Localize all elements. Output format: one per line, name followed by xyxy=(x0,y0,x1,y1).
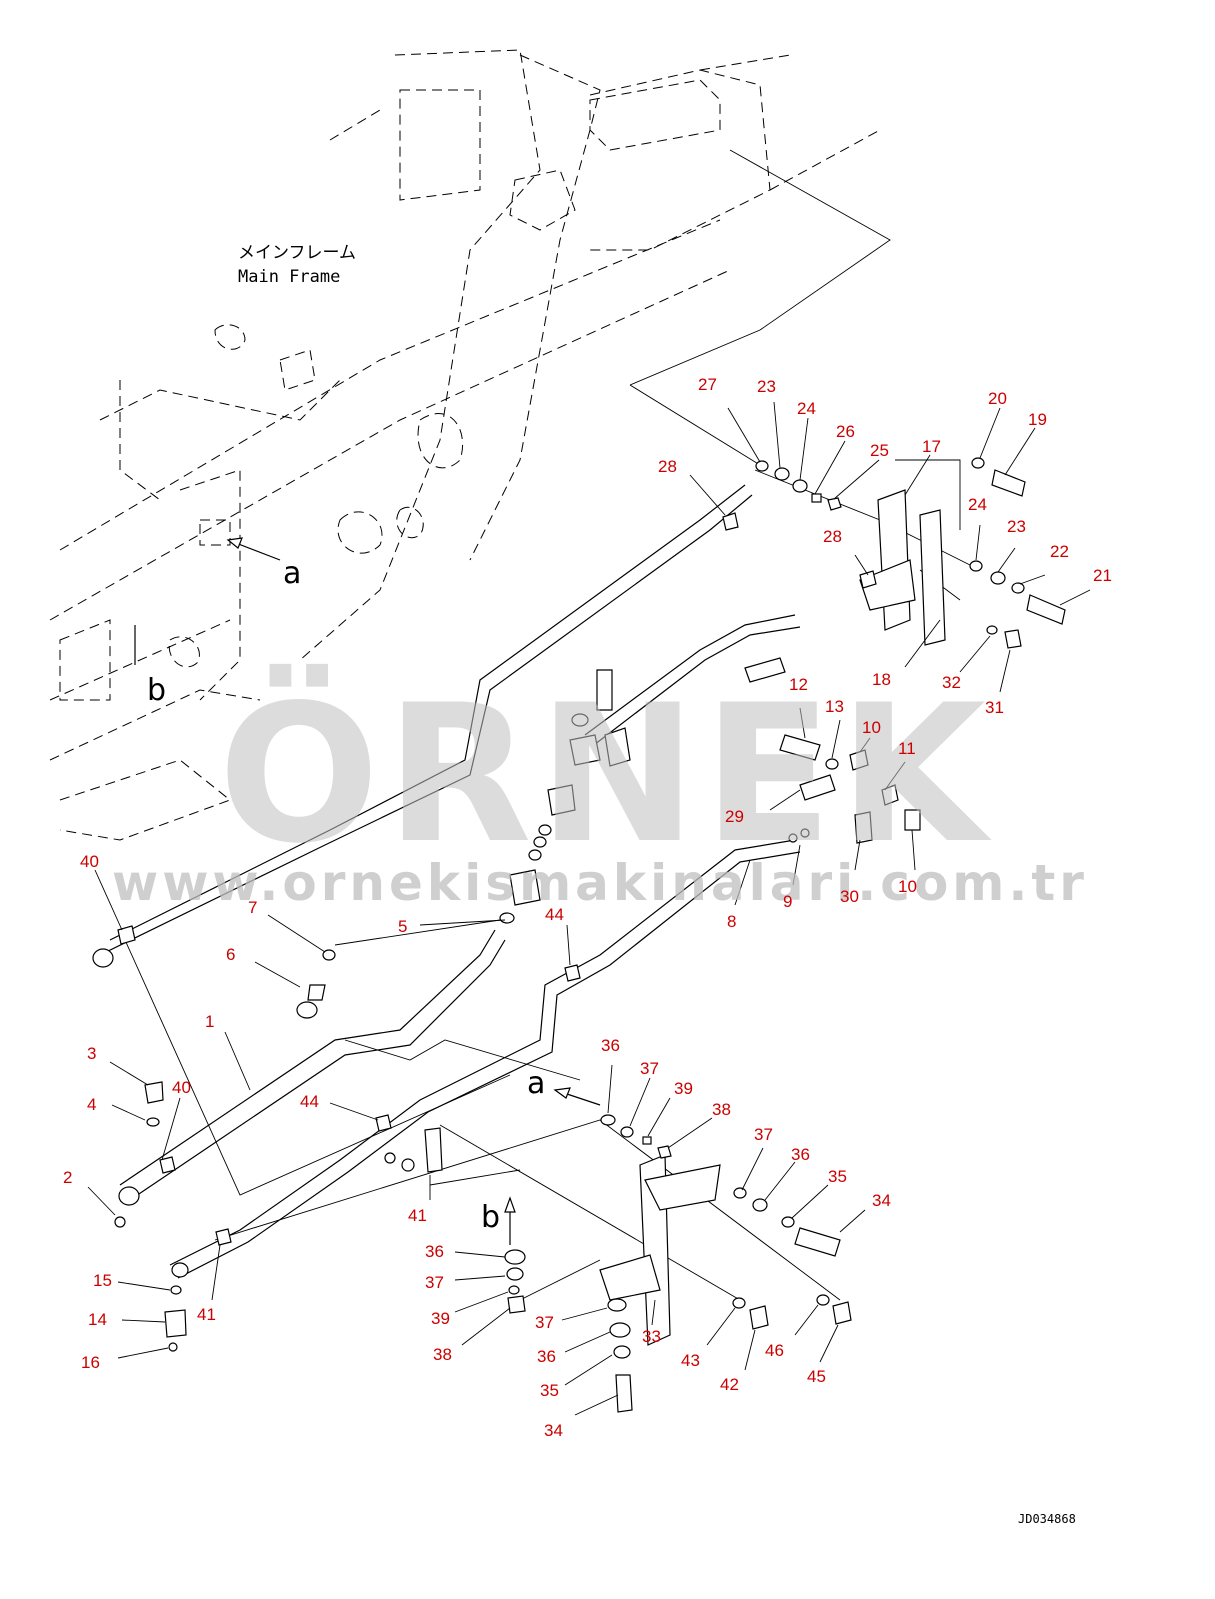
callout-26: 26 xyxy=(836,422,855,441)
callout-44: 44 xyxy=(545,905,564,924)
view-marker-b-bottom: b xyxy=(481,1200,500,1235)
callout-37: 37 xyxy=(754,1125,773,1144)
callout-38: 38 xyxy=(433,1345,452,1364)
watermark: ÖRNEK www.ornekismakinalari.com.tr xyxy=(112,663,1088,912)
callout-8: 8 xyxy=(727,912,736,931)
callout-33: 33 xyxy=(642,1327,661,1346)
callout-44: 44 xyxy=(300,1092,319,1111)
callout-18: 18 xyxy=(872,670,891,689)
callout-35: 35 xyxy=(828,1167,847,1186)
callout-19: 19 xyxy=(1028,410,1047,429)
callout-36: 36 xyxy=(791,1145,810,1164)
callout-7: 7 xyxy=(248,898,257,917)
callout-6: 6 xyxy=(226,945,235,964)
callout-43: 43 xyxy=(681,1351,700,1370)
callout-21: 21 xyxy=(1093,566,1112,585)
callout-30: 30 xyxy=(840,887,859,906)
callout-5: 5 xyxy=(398,917,407,936)
callout-34: 34 xyxy=(544,1421,563,1440)
tube-part-8 xyxy=(169,839,801,1279)
callout-37: 37 xyxy=(640,1059,659,1078)
view-marker-a-top: a xyxy=(283,556,301,591)
callout-12: 12 xyxy=(789,675,808,694)
callout-23: 23 xyxy=(1007,517,1026,536)
callout-28: 28 xyxy=(823,527,842,546)
callout-29: 29 xyxy=(725,807,744,826)
callout-45: 45 xyxy=(807,1367,826,1386)
callout-27: 27 xyxy=(698,375,717,394)
callout-24: 24 xyxy=(797,399,816,418)
parts xyxy=(92,457,1066,1413)
callout-24: 24 xyxy=(968,495,987,514)
drawing-code: JD034868 xyxy=(1018,1512,1076,1526)
frame-label: メインフレーム Main Frame xyxy=(238,243,356,287)
callout-2: 2 xyxy=(63,1168,72,1187)
tube-long-upper xyxy=(99,484,753,956)
callout-10: 10 xyxy=(862,718,881,737)
callout-36: 36 xyxy=(425,1242,444,1261)
tube-part-1 xyxy=(119,929,506,1201)
callout-39: 39 xyxy=(431,1309,450,1328)
frame-label-jp: メインフレーム xyxy=(238,243,356,263)
callout-36: 36 xyxy=(601,1036,620,1055)
callout-13: 13 xyxy=(825,697,844,716)
view-marker-b-top: b xyxy=(147,673,166,708)
callout-11: 11 xyxy=(898,739,916,758)
watermark-brand: ÖRNEK xyxy=(218,663,992,885)
callout-37: 37 xyxy=(535,1313,554,1332)
callout-9: 9 xyxy=(783,892,792,911)
callout-38: 38 xyxy=(712,1100,731,1119)
callout-42: 42 xyxy=(720,1375,739,1394)
callout-leaders xyxy=(87,401,1091,1416)
tube-middle xyxy=(584,614,801,749)
callout-28: 28 xyxy=(658,457,677,476)
callout-31: 31 xyxy=(985,698,1004,717)
callout-32: 32 xyxy=(942,673,961,692)
callout-15: 15 xyxy=(93,1271,112,1290)
callout-41: 41 xyxy=(408,1206,427,1225)
callout-36: 36 xyxy=(537,1347,556,1366)
callout-37: 37 xyxy=(425,1273,444,1292)
callout-23: 23 xyxy=(757,377,776,396)
callout-numbers: 27 23 24 26 25 20 19 17 28 24 23 22 21 2… xyxy=(63,375,1112,1440)
watermark-url: www.ornekismakinalari.com.tr xyxy=(112,854,1088,912)
callout-1: 1 xyxy=(205,1012,214,1031)
callout-34: 34 xyxy=(872,1191,891,1210)
frame-label-en: Main Frame xyxy=(238,267,340,287)
callout-25: 25 xyxy=(870,441,889,460)
callout-14: 14 xyxy=(88,1310,107,1329)
view-markers: a b a b xyxy=(147,556,545,1235)
callout-39: 39 xyxy=(674,1079,693,1098)
callout-22: 22 xyxy=(1050,542,1069,561)
callout-16: 16 xyxy=(81,1353,100,1372)
callout-40: 40 xyxy=(172,1078,191,1097)
callout-40: 40 xyxy=(80,852,99,871)
view-marker-a-bottom: a xyxy=(527,1066,545,1101)
callout-3: 3 xyxy=(87,1044,96,1063)
callout-17: 17 xyxy=(922,437,941,456)
callout-35: 35 xyxy=(540,1381,559,1400)
callout-46: 46 xyxy=(765,1341,784,1360)
callout-10: 10 xyxy=(898,877,917,896)
main-frame-outline xyxy=(49,49,881,841)
callout-20: 20 xyxy=(988,389,1007,408)
callout-4: 4 xyxy=(87,1095,96,1114)
callout-41: 41 xyxy=(197,1305,216,1324)
